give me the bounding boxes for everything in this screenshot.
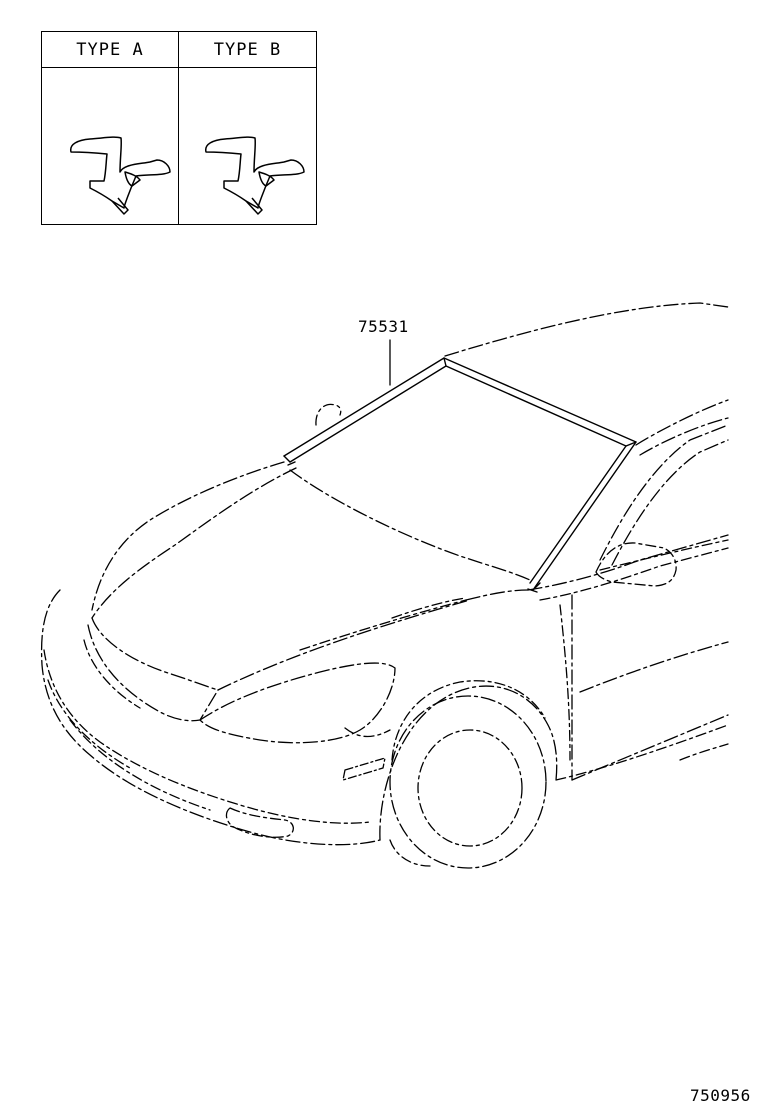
wheel-arch <box>379 685 558 841</box>
type-a-label: TYPE A <box>42 32 178 68</box>
type-a-cell: TYPE A <box>42 32 179 224</box>
type-b-label: TYPE B <box>179 32 316 68</box>
front-tire <box>389 695 547 869</box>
cowl-line <box>289 469 531 581</box>
headlamp-outline <box>199 662 396 744</box>
grille-outline <box>87 624 219 722</box>
a-pillar <box>635 399 729 446</box>
part-number-callout: 75531 <box>358 317 409 336</box>
roof-outline <box>444 302 729 357</box>
fog-lamp <box>225 807 294 838</box>
front-bumper <box>40 589 381 846</box>
type-a-cross-section-icon <box>70 136 171 215</box>
molding-type-legend: TYPE A TYPE B <box>41 31 317 225</box>
type-b-cell: TYPE B <box>179 32 316 224</box>
type-b-cross-section-icon <box>205 136 305 215</box>
windshield-molding <box>283 357 637 593</box>
side-marker <box>342 757 386 781</box>
left-mirror <box>315 403 342 426</box>
illustration-number: 750956 <box>690 1086 751 1105</box>
hood-outline <box>91 461 285 611</box>
right-mirror <box>595 542 677 587</box>
